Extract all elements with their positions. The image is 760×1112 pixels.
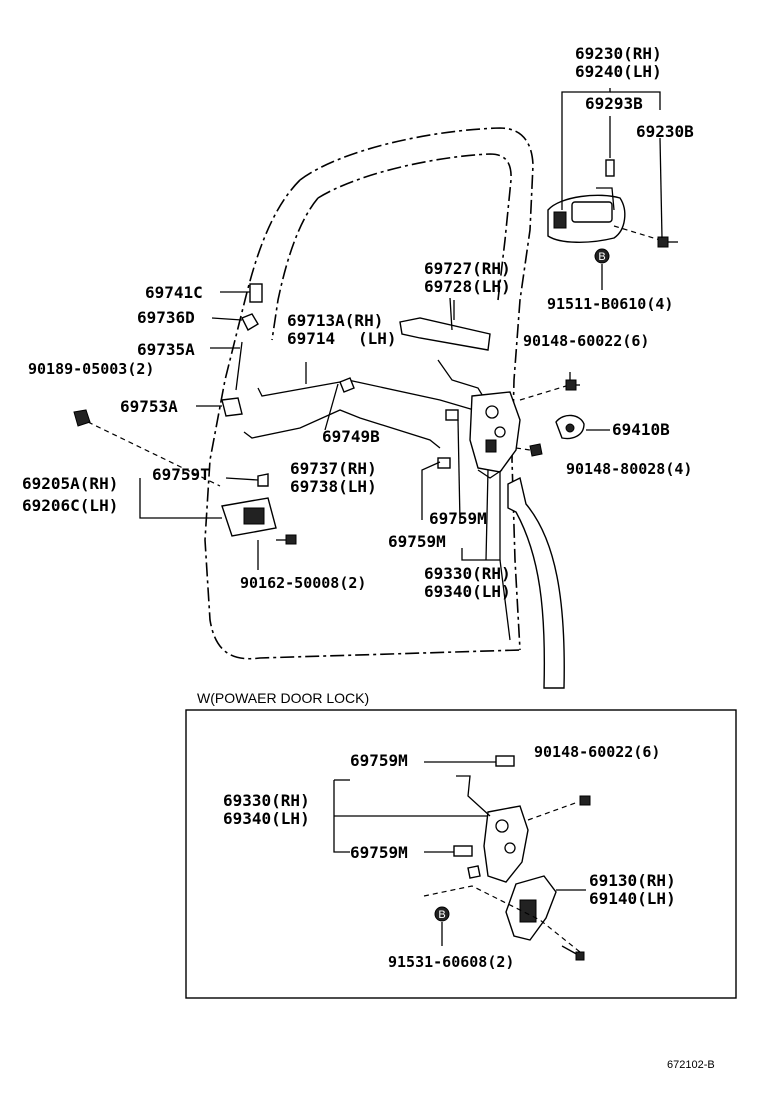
inset-title: W(POWAER DOOR LOCK) [197, 690, 369, 706]
b-marker-inset-letter: B [438, 909, 445, 921]
label-69293b: 69293B [585, 94, 643, 113]
label-69410b: 69410B [612, 420, 670, 439]
label-69738-lh: 69738(LH) [290, 477, 377, 496]
detail-arrow [507, 476, 565, 689]
b-marker-top-letter: B [598, 251, 605, 263]
clip-69736d [241, 313, 259, 331]
figure-code: 672102-B [667, 1059, 715, 1071]
leader-69230 [561, 88, 611, 210]
inset-label-91531: 91531-60608(2) [388, 953, 514, 971]
label-90148-60022: 90148-60022(6) [523, 332, 649, 350]
screw-90148-80028 [529, 443, 543, 457]
inset-label-69759m-bot: 69759M [350, 843, 408, 862]
inset-label-69130-rh: 69130(RH) [589, 871, 676, 890]
label-69714: 69714 [287, 329, 335, 348]
inset-screw-90148 [579, 795, 591, 806]
screw-90148-upper [565, 379, 580, 391]
b-marker-inset [434, 906, 450, 922]
label-69714-lh: (LH) [358, 329, 397, 348]
handle-screw [657, 236, 678, 248]
label-69206c-lh: 69206C(LH) [22, 496, 118, 515]
inset-clip-bot [453, 845, 473, 857]
label-90189: 90189-05003(2) [28, 360, 154, 378]
inset-clip-top [495, 755, 515, 767]
inset-bolt [561, 945, 585, 961]
inset-frame [185, 709, 737, 999]
label-69736d: 69736D [137, 308, 195, 327]
inset-label-69340-lh: 69340(LH) [223, 809, 310, 828]
label-69759m-b: 69759M [388, 532, 446, 551]
label-90162: 90162-50008(2) [240, 574, 366, 592]
label-69240-lh: 69240(LH) [575, 62, 662, 81]
label-69728-lh: 69728(LH) [424, 277, 511, 296]
label-69230b: 69230B [636, 122, 694, 141]
label-90148-80028: 90148-80028(4) [566, 460, 692, 478]
label-91511: 91511-B0610(4) [547, 295, 673, 313]
clip-69759m-upper [445, 409, 459, 421]
clip-69759t [257, 473, 269, 487]
label-69749b: 69749B [322, 427, 380, 446]
inside-handle [221, 497, 277, 537]
inset-label-69330-rh: 69330(RH) [223, 791, 310, 810]
bracket-69727 [399, 297, 491, 351]
label-69759t: 69759T [152, 465, 210, 484]
inset-actuator [505, 875, 557, 941]
label-69713a-rh: 69713A(RH) [287, 311, 383, 330]
clip-69741c [249, 283, 263, 303]
label-69753a: 69753A [120, 397, 178, 416]
label-69727-rh: 69727(RH) [424, 259, 511, 278]
label-69330-rh: 69330(RH) [424, 564, 511, 583]
label-69340-lh: 69340(LH) [424, 582, 511, 601]
rod-69735a [235, 341, 243, 391]
handle-screw-guide [613, 225, 661, 241]
label-69735a: 69735A [137, 340, 195, 359]
label-69205a-rh: 69205A(RH) [22, 474, 118, 493]
label-69759m-a: 69759M [429, 509, 487, 528]
outside-handle [547, 159, 626, 243]
clip-69749b [339, 377, 355, 393]
screw-90189 [73, 409, 91, 427]
inset-label-69759m-top: 69759M [350, 751, 408, 770]
clip-69753a [221, 397, 243, 417]
door-frame-outline [204, 127, 534, 660]
striker-69410b [555, 414, 585, 440]
door-lock-assembly [469, 391, 521, 479]
label-69741c: 69741C [145, 283, 203, 302]
screw-90162 [276, 534, 297, 545]
b-marker-top [594, 248, 610, 264]
inset-lock-assembly [456, 775, 529, 883]
inset-label-90148: 90148-60022(6) [534, 743, 660, 761]
label-69737-rh: 69737(RH) [290, 459, 377, 478]
label-69230-rh: 69230(RH) [575, 44, 662, 63]
clip-69759m-lower [437, 457, 451, 469]
inset-label-69140-lh: 69140(LH) [589, 889, 676, 908]
